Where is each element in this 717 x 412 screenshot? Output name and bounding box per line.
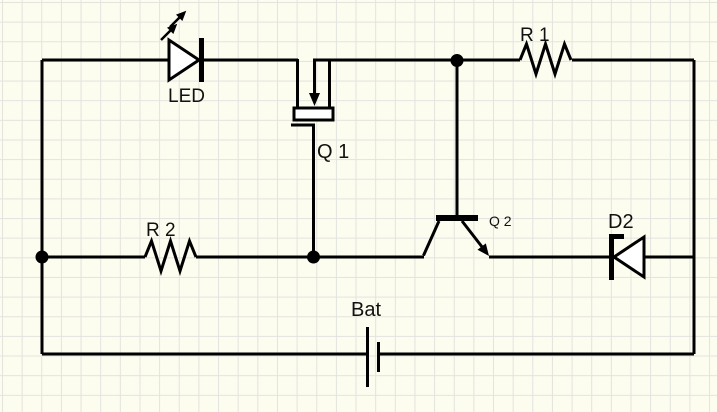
led-cathode-bar [199, 38, 204, 82]
d2-diode-component[interactable]: D2 [608, 211, 646, 280]
led-emission-arrow-icon [169, 10, 187, 28]
led-anode-triangle [167, 37, 202, 83]
q2-emitter-arrow-head [477, 243, 489, 256]
d2-cathode-tab [609, 234, 624, 239]
junction-dot [307, 250, 320, 264]
q2-base-bar [436, 215, 478, 221]
q1-arrow-head [309, 93, 320, 106]
led-emission-arrow-icon [160, 23, 178, 41]
led-arrow-shaft [160, 28, 173, 41]
d2-label: D2 [608, 211, 634, 233]
r2-zigzag [143, 236, 198, 276]
led-label: LED [168, 86, 205, 107]
led-component[interactable]: LED [158, 8, 205, 107]
r2-resistor-component[interactable]: R 2 [143, 220, 198, 276]
led-arrow-head [167, 23, 178, 34]
battery-label: Bat [351, 299, 381, 321]
led-arrow-shaft [169, 15, 182, 28]
junction-dot [35, 250, 49, 264]
q2-transistor-component[interactable]: Q 2 [422, 60, 512, 257]
r1-resistor-component[interactable]: R 1 [518, 25, 573, 79]
q2-label: Q 2 [489, 213, 512, 229]
junction-dots [35, 54, 464, 264]
q1-source-lead [291, 123, 315, 257]
q1-gate-plate [292, 106, 335, 122]
r2-label: R 2 [146, 220, 176, 241]
battery-component[interactable]: Bat [351, 299, 381, 387]
junction-dot [450, 54, 464, 67]
q1-label: Q 1 [317, 141, 349, 163]
led-arrow-head [176, 10, 187, 21]
r1-label: R 1 [520, 25, 550, 46]
r1-zigzag [518, 39, 573, 79]
q2-collector-lead [422, 220, 441, 257]
q1-transistor-component[interactable]: Q 1 [291, 59, 349, 257]
d2-anode-triangle [611, 234, 646, 280]
wires [40, 58, 696, 356]
